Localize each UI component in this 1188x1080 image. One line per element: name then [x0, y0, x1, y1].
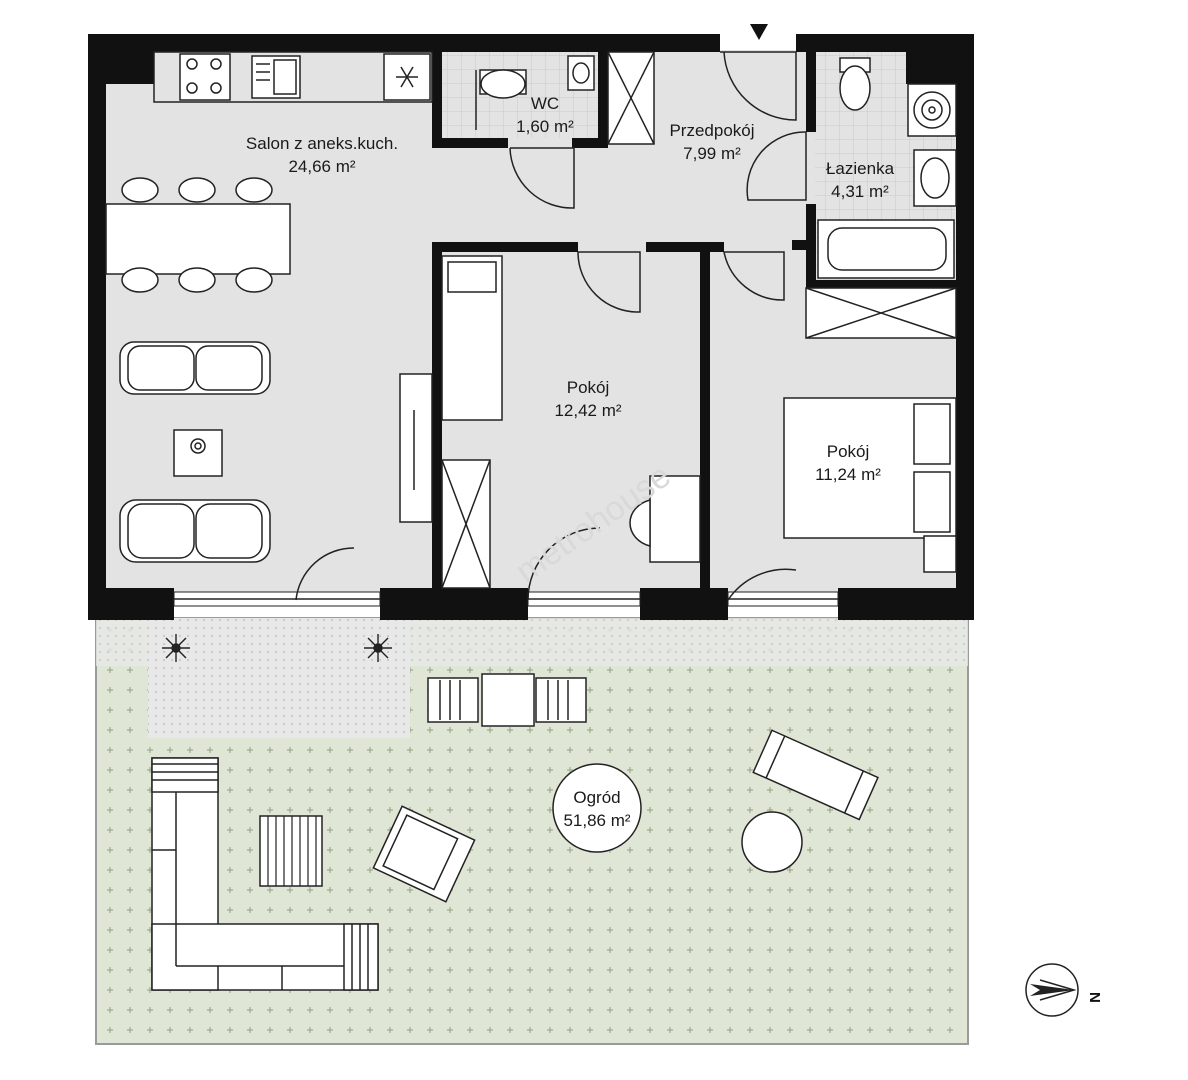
dining-set	[105, 177, 291, 293]
room-name-salon: Salon z aneks.kuch.	[246, 134, 398, 153]
room-name-wc: WC	[531, 94, 559, 113]
kitchen-counter	[153, 51, 433, 103]
coffee-table	[173, 429, 223, 477]
exterior-walls	[88, 34, 974, 620]
plant-icon	[162, 634, 190, 662]
entrance-arrow-icon	[750, 24, 768, 40]
sofa-bottom	[119, 499, 271, 563]
bathroom-fixtures	[817, 57, 957, 279]
interior-walls	[432, 50, 958, 588]
room-name-pokoj2: Pokój	[827, 442, 870, 461]
compass-north-label: N	[1086, 992, 1103, 1003]
tv-cabinet	[399, 373, 433, 523]
room-name-pokoj1: Pokój	[567, 378, 610, 397]
snowflake-icon	[396, 66, 418, 88]
room1-furniture	[441, 255, 701, 589]
hall-wardrobe	[607, 51, 655, 145]
doors	[295, 51, 807, 601]
room-area-pokoj2: 11,24 m²	[815, 465, 881, 484]
garden-lounger	[752, 729, 879, 821]
room-name-przedpokoj: Przedpokój	[669, 121, 754, 140]
garden-table-set	[427, 673, 587, 727]
garden-armchair	[372, 805, 476, 903]
room-area-salon: 24,66 m²	[288, 157, 355, 176]
terrace-strip	[96, 618, 968, 666]
garden-label-circle	[552, 763, 642, 853]
windows	[173, 591, 839, 607]
room-area-lazienka: 4,31 m²	[831, 182, 889, 201]
bathroom-wardrobe	[805, 287, 957, 339]
garden-round-table	[741, 811, 803, 873]
room-area-przedpokoj: 7,99 m²	[683, 144, 741, 163]
room-area-wc: 1,60 m²	[516, 117, 574, 136]
room-area-pokoj1: 12,42 m²	[554, 401, 621, 420]
garden-rug	[259, 815, 323, 887]
garden-corner-sofa	[151, 757, 379, 991]
sofa-top	[119, 341, 271, 395]
plant-icon	[364, 634, 392, 662]
room-area-ogrod: 51,86 m²	[563, 811, 630, 830]
room-name-ogrod: Ogród	[573, 788, 620, 807]
room-name-lazienka: Łazienka	[826, 159, 895, 178]
wc-fixtures	[475, 55, 595, 130]
room2-furniture	[783, 397, 957, 573]
compass-icon	[1025, 963, 1079, 1017]
